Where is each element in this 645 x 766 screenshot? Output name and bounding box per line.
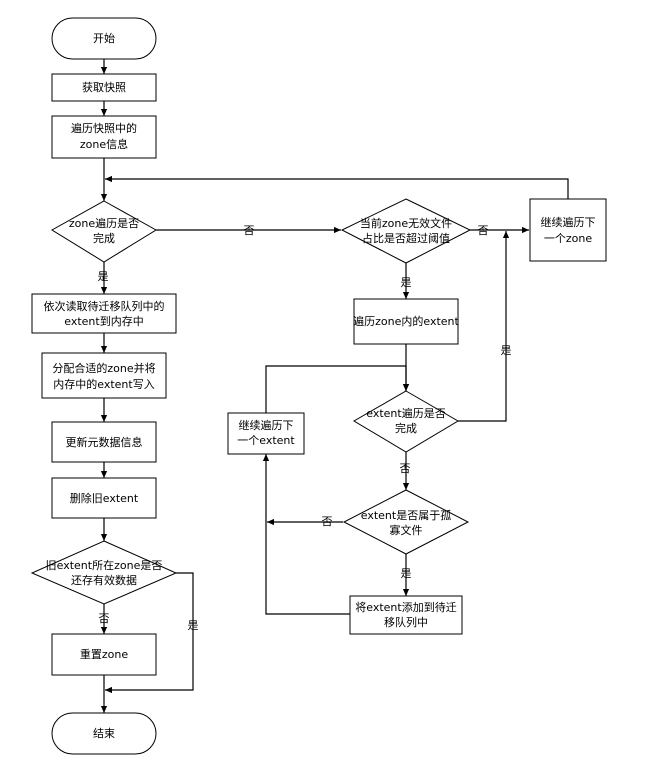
label-old-zone-yes: 是 xyxy=(188,619,199,632)
alloc-zone-label-1: 内存中的extent写入 xyxy=(53,377,154,391)
next-extent-label-0: 继续遍历下 xyxy=(239,418,294,432)
label-orphan-yes: 是 xyxy=(401,567,412,580)
edge-extent-done-yes xyxy=(458,231,510,422)
extent-done-decision: extent遍历是否 完成 xyxy=(353,390,459,453)
orphan-check-label-0: extent是否属于孤 xyxy=(361,509,451,522)
invalid-ratio-label-1: 占比是否超过阈值 xyxy=(362,231,450,245)
edge-old-zone-yes xyxy=(105,572,194,694)
next-zone-label-1: 一个zone xyxy=(544,232,592,245)
edge-next-extent-loop xyxy=(265,365,410,413)
end-label: 结束 xyxy=(93,727,115,740)
next-zone-box: 继续遍历下 一个zone xyxy=(529,198,607,262)
get-snapshot-box: 获取快照 xyxy=(51,73,157,102)
zone-done-decision: zone遍历是否 完成 xyxy=(51,200,157,263)
traverse-zone-info-label-0: 遍历快照中的 xyxy=(71,121,137,135)
read-queue-label-1: extent到内存中 xyxy=(64,314,143,328)
add-queue-box: 将extent添加到待迁 移队列中 xyxy=(349,595,463,635)
extent-done-label-0: extent遍历是否 xyxy=(366,407,445,420)
old-zone-valid-label-0: 旧extent所在zone是否 xyxy=(46,559,163,572)
start-label: 开始 xyxy=(93,31,115,45)
traverse-extents-box: 遍历zone内的extent xyxy=(353,298,460,345)
reset-zone-label-0: 重置zone xyxy=(80,647,128,661)
label-old-zone-no: 否 xyxy=(99,612,110,625)
zone-done-label-0: zone遍历是否 xyxy=(69,217,139,230)
old-zone-valid-label-1: 还存有效数据 xyxy=(71,573,137,587)
read-queue-box: 依次读取待迁移队列中的 extent到内存中 xyxy=(31,293,177,334)
old-zone-valid-decision: 旧extent所在zone是否 还存有效数据 xyxy=(30,540,178,605)
edge-labels: 是 否 否 是 是 否 否 是 否 是 xyxy=(98,224,512,632)
read-queue-label-0: 依次读取待迁移队列中的 xyxy=(44,299,165,313)
zone-done-label-1: 完成 xyxy=(93,231,115,245)
invalid-ratio-label-0: 当前zone无效文件 xyxy=(360,216,452,230)
next-extent-label-1: 一个extent xyxy=(237,434,295,447)
alloc-zone-label-0: 分配合适的zone并将 xyxy=(52,361,155,375)
reset-zone-box: 重置zone xyxy=(51,633,157,676)
update-meta-box: 更新元数据信息 xyxy=(51,421,157,463)
add-queue-label-1: 移队列中 xyxy=(384,615,428,629)
traverse-zone-info-box: 遍历快照中的 zone信息 xyxy=(51,115,157,159)
label-ratio-no: 否 xyxy=(478,224,489,237)
edge-add-queue-loop xyxy=(262,454,350,615)
label-extent-done-no: 否 xyxy=(400,462,411,475)
add-queue-label-0: 将extent添加到待迁 xyxy=(355,600,456,614)
extent-done-label-1: 完成 xyxy=(395,421,417,435)
delete-old-box: 删除旧extent xyxy=(51,477,157,519)
delete-old-label-0: 删除旧extent xyxy=(70,491,139,505)
update-meta-label-0: 更新元数据信息 xyxy=(66,435,143,449)
alloc-zone-box: 分配合适的zone并将 内存中的extent写入 xyxy=(41,352,167,399)
label-orphan-no: 否 xyxy=(322,515,333,528)
get-snapshot-label-0: 获取快照 xyxy=(82,81,126,94)
next-zone-label-0: 继续遍历下 xyxy=(541,215,596,229)
end-node: 结束 xyxy=(51,712,157,755)
edge-next-zone-loop xyxy=(105,175,569,199)
label-zone-done-yes: 是 xyxy=(98,270,109,283)
label-ratio-yes: 是 xyxy=(401,276,412,289)
traverse-zone-info-label-1: zone信息 xyxy=(80,137,128,151)
orphan-check-label-1: 寡文件 xyxy=(390,523,423,537)
label-zone-done-no: 否 xyxy=(244,224,255,237)
invalid-ratio-decision: 当前zone无效文件 占比是否超过阈值 xyxy=(340,198,472,264)
orphan-check-decision: extent是否属于孤 寡文件 xyxy=(342,489,470,555)
label-extent-done-yes: 是 xyxy=(501,344,512,357)
traverse-extents-label-0: 遍历zone内的extent xyxy=(353,314,459,328)
start-node: 开始 xyxy=(51,17,157,60)
connectors xyxy=(100,59,569,713)
next-extent-box: 继续遍历下 一个extent xyxy=(227,412,305,455)
